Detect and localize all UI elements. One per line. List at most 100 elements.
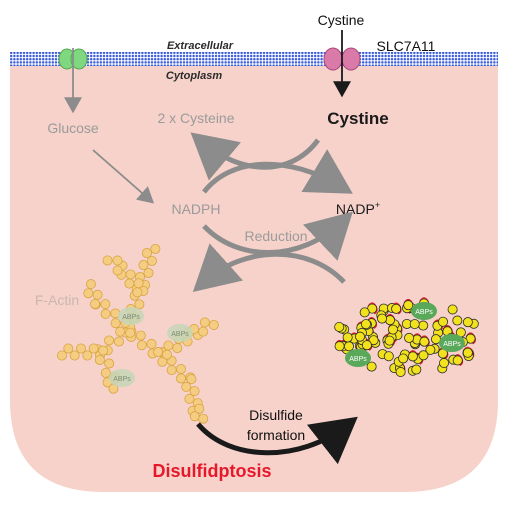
actin-bead — [98, 345, 109, 356]
cystine-inside-label: Cystine — [327, 109, 388, 128]
aggregate-bead — [419, 336, 430, 347]
aggregate-bead — [383, 351, 394, 362]
actin-bead — [146, 338, 157, 349]
nadp-label: NADP+ — [336, 200, 380, 217]
actin-bead — [172, 343, 183, 354]
cysteine-label: 2 x Cysteine — [157, 110, 234, 126]
actin-bead — [136, 340, 147, 351]
actin-bead — [208, 319, 219, 330]
actin-bead — [199, 317, 210, 328]
aggregate-bead — [462, 347, 473, 358]
actin-bead — [63, 343, 74, 354]
factin-label: F-Actin — [35, 292, 79, 308]
disulfide-formation-line1: Disulfide — [249, 407, 303, 423]
aggregate-bead — [398, 353, 409, 364]
actin-bead — [76, 343, 87, 354]
actin-bead — [125, 327, 136, 338]
abp-label: ABPs — [415, 309, 433, 316]
actin-bead — [102, 255, 113, 266]
abp-icon — [109, 369, 135, 387]
actin-bead — [57, 350, 68, 361]
abp-icon — [411, 302, 437, 320]
actin-bead — [132, 287, 143, 298]
nadph-to-nadp-arrow — [202, 149, 353, 194]
actin-bead — [175, 364, 186, 375]
actin-bead — [150, 243, 161, 254]
actin-bead — [115, 326, 126, 337]
aggregate-bead — [334, 321, 345, 332]
cell-membrane — [10, 52, 498, 66]
aggregate-bead — [452, 355, 463, 366]
aggregate-bead — [342, 332, 353, 343]
abp-icon — [345, 349, 371, 367]
actin-bead — [100, 299, 111, 310]
aggregate-bead — [343, 341, 354, 352]
aggregate-bead — [404, 332, 415, 343]
aggregate-bead — [403, 300, 414, 311]
reduction-label: Reduction — [244, 228, 307, 244]
actin-bead — [176, 373, 187, 384]
aggregate-bead — [334, 341, 345, 352]
slc7a11-label: SLC7A11 — [377, 38, 436, 54]
aggregate-to-actin-arrow — [192, 243, 346, 293]
actin-bead — [198, 326, 209, 337]
actin-bead — [88, 343, 99, 354]
actin-bead — [181, 381, 192, 392]
abp-icon — [118, 307, 144, 325]
aggregate-bead — [384, 335, 395, 346]
disulfidptosis-title: Disulfidptosis — [152, 461, 271, 481]
actin-bead — [166, 365, 177, 376]
actin-bead — [69, 350, 80, 361]
aggregate-bead — [447, 304, 458, 315]
abp-label: ABPs — [349, 356, 367, 363]
aggregate-bead — [409, 319, 420, 330]
abp-icon — [167, 324, 193, 342]
actin-bead — [194, 403, 205, 414]
aggregate-bead — [377, 313, 388, 324]
actin-bead — [110, 318, 121, 329]
actin-bead — [85, 279, 96, 290]
aggregate-bead — [395, 367, 406, 378]
disulfide-formation-line2: formation — [247, 427, 305, 443]
aggregate-bead — [366, 361, 377, 372]
aggregate-bead — [418, 320, 429, 331]
actin-bead — [146, 255, 157, 266]
aggregate-bead — [407, 351, 418, 362]
abp-icon — [439, 334, 465, 352]
disulfide-aggregate — [334, 297, 479, 378]
abp-label: ABPs — [122, 314, 140, 321]
disulfide-formation-arrow — [196, 416, 358, 465]
aggregate-bead — [361, 340, 372, 351]
aggregate-abps: ABPs ABPs ABPs — [345, 302, 465, 367]
actin-bead — [163, 340, 174, 351]
nadph-label: NADPH — [171, 201, 220, 217]
actin-bead — [134, 299, 145, 310]
aggregate-bead — [411, 364, 422, 375]
aggregate-bead — [462, 317, 473, 328]
aggregate-bead — [360, 319, 371, 330]
actin-bead — [94, 354, 105, 365]
actin-bead — [141, 248, 152, 259]
actin-bead — [124, 278, 135, 289]
glucose-transporter-icon — [58, 48, 88, 70]
actin-bead — [92, 289, 103, 300]
aggregate-bead — [438, 316, 449, 327]
actin-bead — [186, 374, 197, 385]
actin-bead — [104, 335, 115, 346]
actin-bead — [83, 288, 94, 299]
cell-cytoplasm — [10, 66, 498, 492]
aggregate-bead — [368, 335, 379, 346]
actin-bead — [153, 347, 164, 358]
actin-bead — [189, 386, 200, 397]
actin-bead — [100, 308, 111, 319]
abp-label: ABPs — [113, 376, 131, 383]
actin-bead — [100, 367, 111, 378]
glucose-to-nadph-arrow — [92, 149, 155, 204]
factin-abps: ABPs ABPs ABPs — [109, 307, 193, 387]
actin-bead — [90, 298, 101, 309]
actin-bead — [143, 267, 154, 278]
abp-label: ABPs — [443, 341, 461, 348]
aggregate-bead — [418, 350, 429, 361]
aggregate-bead — [425, 344, 436, 355]
